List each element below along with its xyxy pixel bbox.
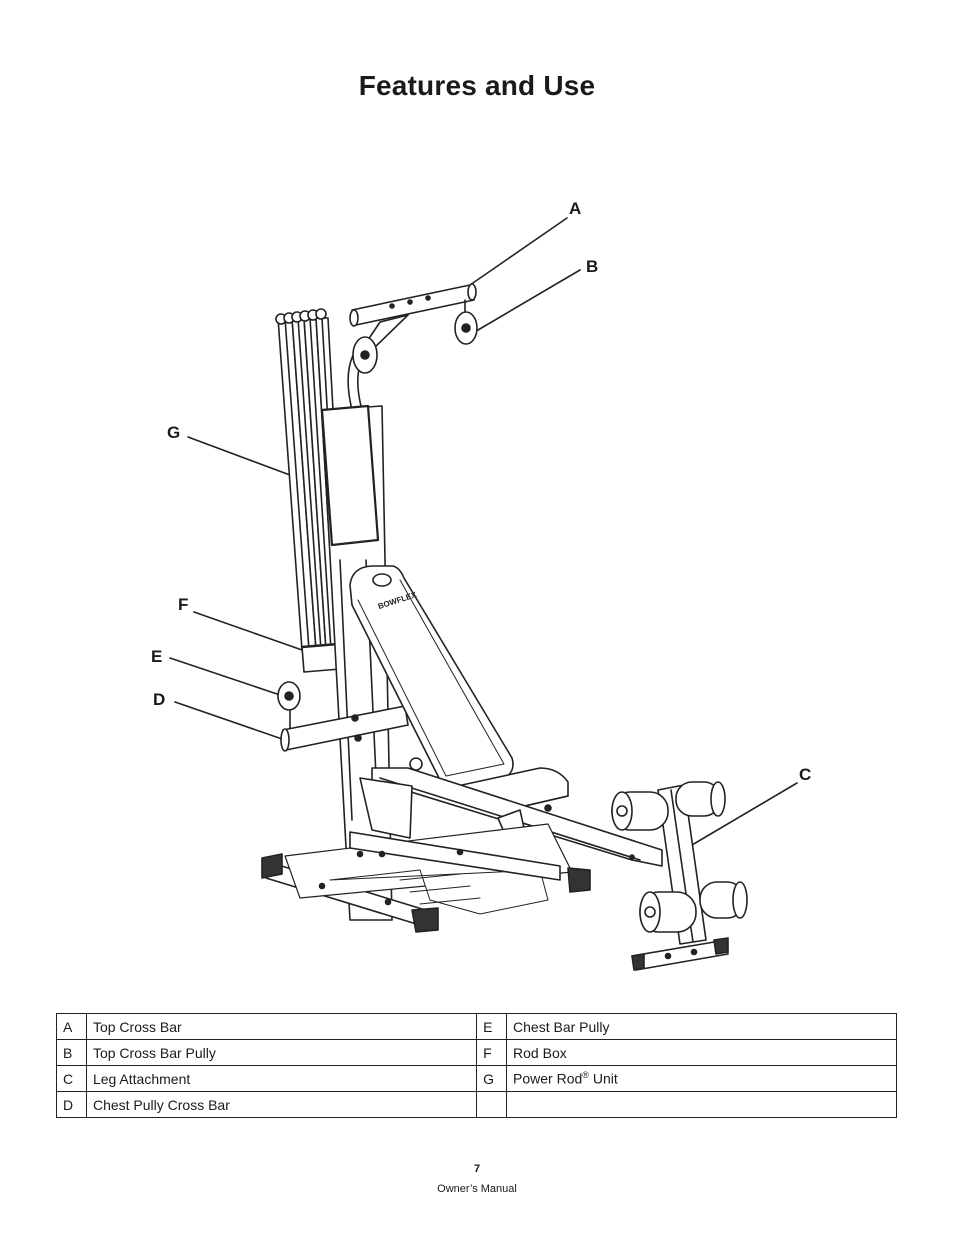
leader-line-c [691,782,798,846]
chest-bar-pully [277,681,301,729]
legend-label: Chest Bar Pully [506,1013,897,1040]
upright-pulley [352,336,378,374]
legend-label: Rod Box [506,1039,897,1066]
parts-legend-table: A Top Cross Bar E Chest Bar Pully B Top … [56,1013,897,1118]
leader-line-e [169,657,281,696]
legend-key: C [56,1065,87,1092]
legend-key [476,1091,508,1118]
legend-key: D [56,1091,87,1118]
leader-line-b [477,269,581,331]
footer-text: Owner’s Manual [437,1183,517,1195]
leader-line-g [187,436,299,479]
legend-label: Top Cross Bar Pully [85,1039,478,1066]
legend-key: G [476,1065,508,1092]
legend-key: A [56,1013,87,1040]
legend-label [506,1091,897,1118]
page-title: Features and Use [358,70,596,101]
legend-key: B [56,1039,87,1066]
legend-label: Top Cross Bar [85,1013,478,1040]
callout-c: C [799,765,812,784]
table-row: A Top Cross Bar E Chest Bar Pully [56,1013,897,1040]
chest-pully-cross-bar [280,705,409,752]
leader-line-d [174,701,286,741]
home-gym-illustration: BOWFLEX [169,217,798,971]
table-row: D Chest Pully Cross Bar [56,1091,897,1118]
leader-line-a [469,217,568,286]
callout-d: D [153,690,166,709]
base-frame [261,823,591,933]
callout-e: E [151,647,163,666]
leader-line-f [193,611,303,651]
top-cross-bar [349,283,477,353]
legend-key: E [476,1013,508,1040]
legend-label: Chest Pully Cross Bar [85,1091,478,1118]
legend-label-text: Power Rod [513,1070,583,1087]
legend-key: F [476,1039,508,1066]
table-row: C Leg Attachment G Power Rod® Unit [56,1065,897,1092]
callout-b: B [586,257,599,276]
legend-label-suffix: Unit [588,1070,618,1087]
page-number: 7 [473,1163,481,1175]
rod-guard [320,404,380,547]
callout-g: G [167,423,181,442]
registered-mark: ® [582,1070,589,1081]
table-row: B Top Cross Bar Pully F Rod Box [56,1039,897,1066]
legend-label: Power Rod® Unit [506,1065,897,1092]
bench-rail [359,757,663,867]
callout-a: A [569,199,582,218]
top-cross-bar-pulley [454,299,478,345]
leg-attachment [611,781,748,971]
callout-f: F [178,595,189,614]
legend-label: Leg Attachment [85,1065,478,1092]
